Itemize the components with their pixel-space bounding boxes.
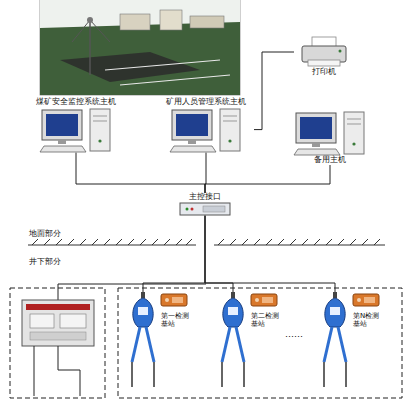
node-label: 矿用人员管理系统主机	[165, 98, 247, 107]
dashed-region	[10, 288, 105, 398]
station-device-icon	[352, 292, 380, 308]
computer-icon	[290, 110, 370, 156]
node-label: 主控接口	[188, 193, 222, 202]
connector-line	[254, 52, 294, 130]
computer-node: 煤矿安全监控系统主机	[28, 98, 124, 153]
station-device-icon	[160, 292, 188, 308]
node-label: 煤矿安全监控系统主机	[35, 98, 117, 107]
ground-line	[28, 239, 385, 245]
printer-icon	[298, 36, 350, 68]
dashed-region	[118, 288, 402, 398]
reader-icon	[128, 292, 158, 388]
ellipsis-label: ……	[284, 330, 304, 340]
node-label: 打印机	[311, 68, 337, 77]
computer-icon	[36, 107, 116, 153]
reader-icon	[320, 292, 350, 388]
connector-line	[205, 216, 335, 292]
computer-node: 矿用人员管理系统主机	[158, 98, 254, 153]
connector-line	[205, 216, 233, 292]
node-label: 第二检测基站	[250, 312, 280, 328]
station-device-icon	[250, 292, 278, 308]
station-column: 第N检测基站	[352, 292, 382, 328]
station-column: 第一检测基站	[160, 292, 190, 328]
mine-surface-illustration	[40, 0, 240, 95]
node-label: 备用主机	[313, 156, 347, 165]
reader-icon	[218, 292, 248, 388]
computer-node: 备用主机	[282, 110, 378, 165]
printer-node: 打印机	[294, 36, 354, 77]
power-device-symbol	[22, 284, 206, 396]
interface-box: 主控接口	[175, 193, 235, 216]
station-column: 第二检测基站	[250, 292, 280, 328]
interface-box-icon	[179, 202, 231, 216]
detector-station: 第二检测基站	[218, 292, 280, 388]
node-label: 第一检测基站	[160, 312, 190, 328]
detector-station: 第N检测基站	[320, 292, 382, 388]
detector-station: 第一检测基站	[128, 292, 190, 388]
node-label: 第N检测基站	[352, 312, 382, 328]
connector-line	[143, 216, 205, 292]
connector-line	[205, 165, 330, 193]
computer-icon	[166, 107, 246, 153]
region-label: 井下部分	[28, 258, 62, 267]
region-label: 地面部分	[28, 230, 62, 239]
connector-line	[76, 153, 205, 193]
